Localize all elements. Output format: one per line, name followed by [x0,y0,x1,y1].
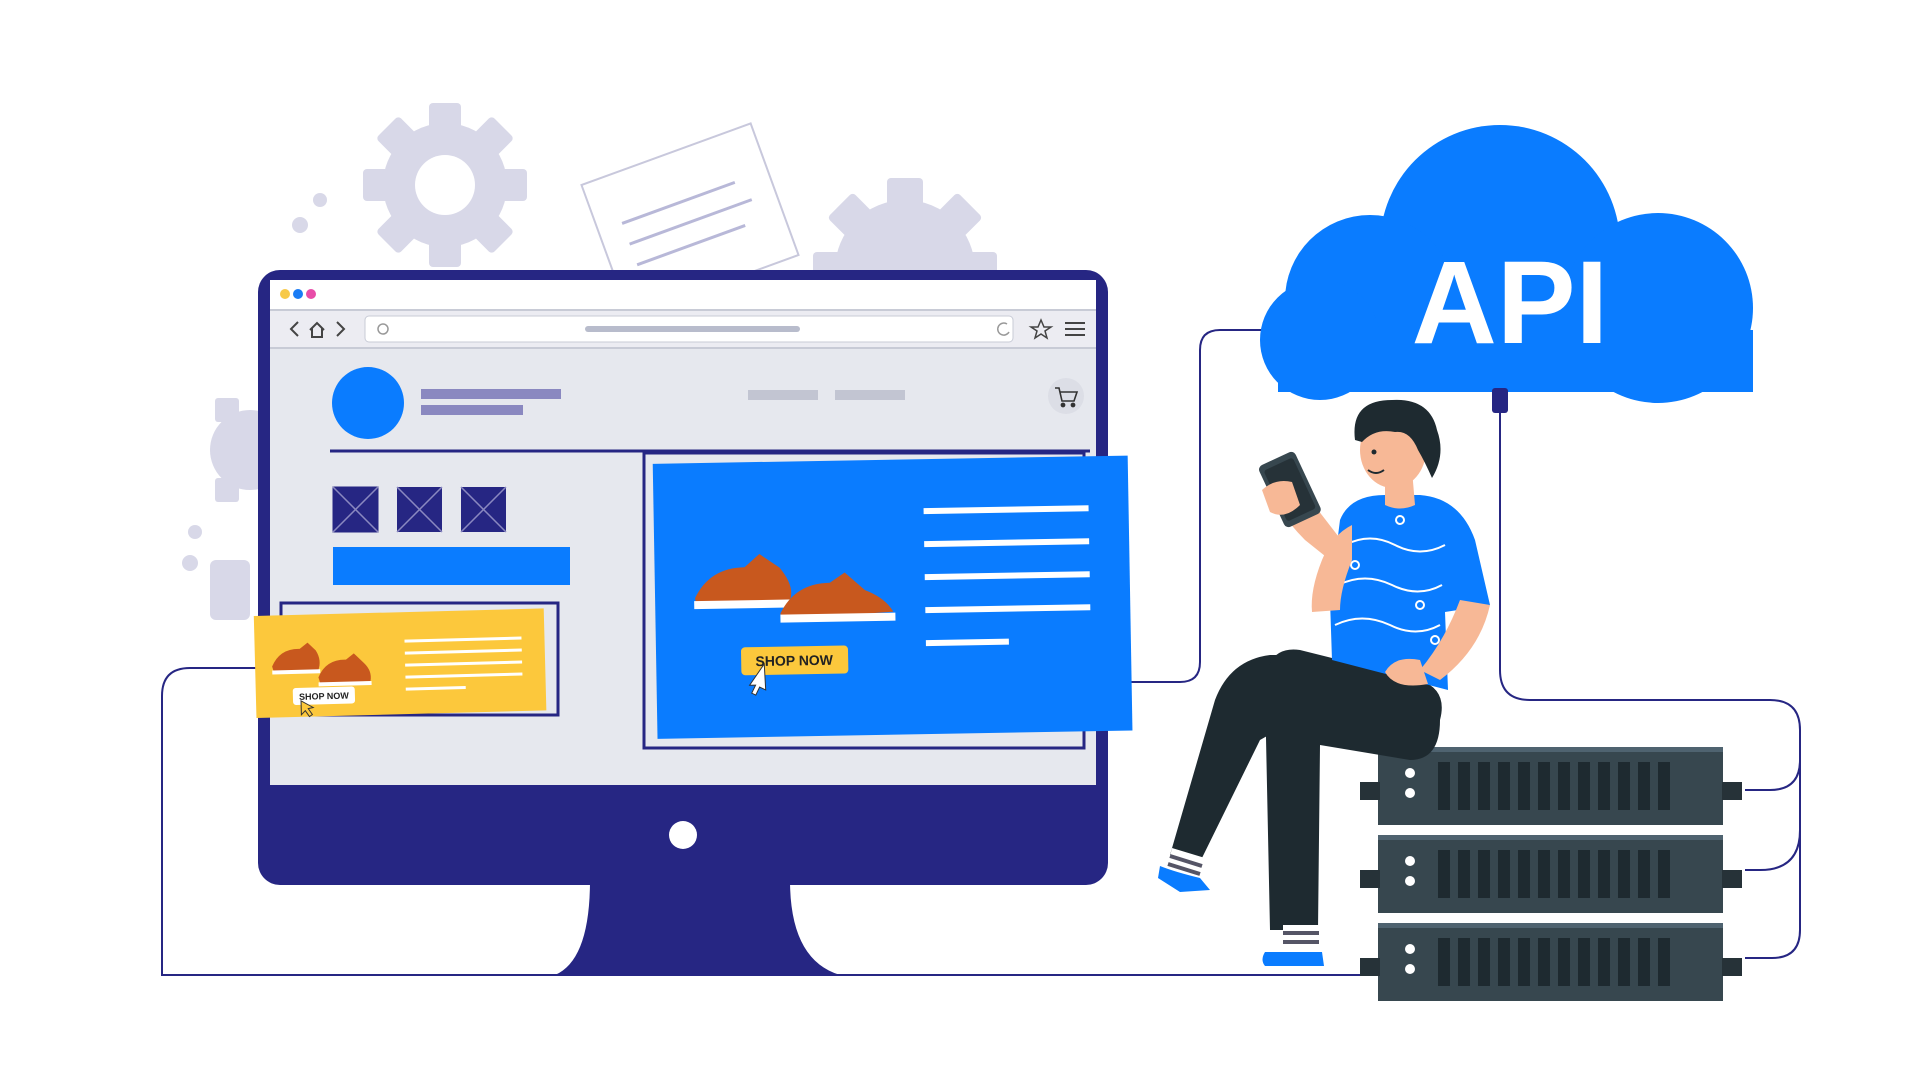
cart-icon [1055,387,1079,408]
cursor-icon [300,699,315,718]
shoe [1262,952,1324,966]
home-icon[interactable] [309,321,325,338]
image-placeholder[interactable] [332,486,379,533]
server-unit [1360,835,1742,913]
sock [1283,925,1319,955]
nav-link[interactable] [835,390,905,400]
browser-titlebar [270,280,1096,310]
browser-toolbar [270,309,1096,349]
document-icon [580,122,800,318]
image-placeholder[interactable] [396,486,443,533]
nav-link[interactable] [748,390,818,400]
shoe [1158,866,1210,892]
monitor-stand [555,880,840,975]
api-cloud: API [1260,125,1753,413]
traffic-light-yellow [280,289,290,299]
shoe-pair [694,554,896,623]
shoe-pair [272,642,372,687]
api-label: API [1412,237,1609,369]
large-shop-now-button[interactable] [741,645,849,676]
person [1158,399,1490,966]
search-icon [377,323,389,335]
server-unit [1360,923,1742,1001]
traffic-light-blue [293,289,303,299]
server-unit [1360,747,1742,825]
forward-icon[interactable] [336,321,346,337]
url-placeholder [585,326,800,332]
shirt-pattern [1334,515,1446,645]
connection-lines [161,329,1801,976]
page-header [330,367,1090,453]
site-title-bar [421,389,561,399]
cart-button[interactable] [1048,378,1084,414]
thumbnail-row [332,486,507,533]
star-icon[interactable] [1028,318,1054,340]
small-shop-now-button[interactable] [292,686,356,705]
large-ad-banner[interactable]: SHOP NOW [652,455,1133,739]
back-icon[interactable] [289,321,299,337]
reload-icon[interactable] [997,322,1010,336]
menu-icon[interactable] [1065,322,1085,336]
logo [332,367,404,439]
site-subtitle-bar [421,405,523,415]
large-shop-now-label: SHOP NOW [755,652,834,669]
cursor-icon [748,662,767,696]
gear-icon [363,103,527,267]
ad-text-lines [923,505,1091,647]
decor-dots [182,193,327,571]
power-button [669,821,697,849]
hair [1354,399,1441,478]
small-shop-now-label: SHOP NOW [299,691,350,702]
image-placeholder[interactable] [460,486,507,533]
server-rack [1360,747,1742,1001]
traffic-light-pink [306,289,316,299]
primary-button[interactable] [333,547,570,585]
small-ad-banner[interactable]: SHOP NOW [253,608,547,718]
ad-text-lines [404,636,523,691]
